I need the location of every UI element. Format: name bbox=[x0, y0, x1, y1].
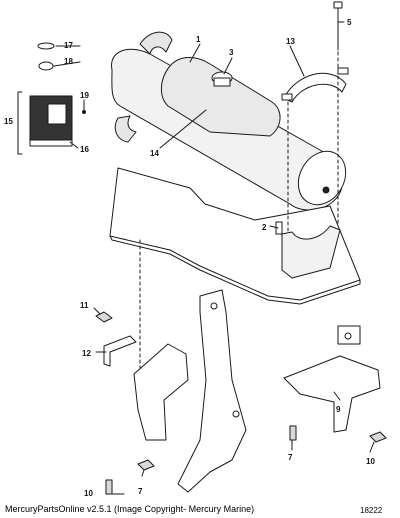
long-bolt-head bbox=[334, 2, 342, 8]
callout-7-right: 7 bbox=[288, 453, 293, 462]
muffler-end-cap bbox=[289, 143, 355, 213]
callout-7-left: 7 bbox=[138, 487, 143, 496]
callout-9: 9 bbox=[336, 405, 341, 414]
mounting-plate-edge bbox=[110, 236, 360, 304]
leader-lines bbox=[54, 22, 374, 494]
callout-14: 14 bbox=[150, 149, 159, 158]
reservoir-seal bbox=[39, 62, 53, 70]
bolt-11 bbox=[96, 312, 112, 322]
bracket-hole-lower bbox=[233, 411, 239, 417]
cradle-support bbox=[282, 226, 340, 278]
copyright-footer: MercuryPartsOnline v2.5.1 (Image Copyrig… bbox=[5, 504, 255, 514]
callout-15: 15 bbox=[4, 117, 13, 126]
callout-19: 19 bbox=[80, 91, 89, 100]
left-bracket bbox=[134, 344, 188, 440]
hose-clip bbox=[104, 336, 136, 366]
callout-12: 12 bbox=[82, 349, 91, 358]
bolt-10-left bbox=[106, 480, 112, 494]
end-cap-bolt bbox=[323, 187, 329, 193]
figure-id: 18222 bbox=[360, 506, 383, 515]
callout-5: 5 bbox=[347, 18, 352, 27]
fill-cap-neck bbox=[214, 78, 230, 86]
callout-1: 1 bbox=[196, 35, 201, 44]
callout-16: 16 bbox=[80, 145, 89, 154]
callout-10-left: 10 bbox=[84, 489, 93, 498]
screw-19 bbox=[83, 111, 86, 114]
callout-10-right: 10 bbox=[366, 457, 375, 466]
callout-18: 18 bbox=[64, 57, 73, 66]
callout-3: 3 bbox=[229, 48, 234, 57]
bolt-7-right bbox=[290, 426, 296, 440]
bracket-15 bbox=[18, 92, 22, 154]
right-bracket bbox=[284, 356, 380, 432]
bolt-10-right bbox=[370, 432, 386, 442]
reservoir-cap bbox=[38, 43, 54, 49]
inlet-hose-lower bbox=[115, 116, 136, 142]
reservoir-base bbox=[30, 140, 72, 146]
callout-17: 17 bbox=[64, 41, 73, 50]
strap-tab-right bbox=[338, 68, 348, 74]
callout-13: 13 bbox=[286, 37, 295, 46]
strap-tab-left bbox=[282, 94, 292, 100]
bolt-7-left bbox=[138, 460, 154, 470]
callout-11: 11 bbox=[80, 301, 89, 310]
reservoir-label bbox=[48, 104, 66, 124]
inlet-hose-upper bbox=[140, 32, 172, 54]
bracket-hole-upper bbox=[211, 303, 217, 309]
vertical-bracket bbox=[178, 290, 246, 492]
mounting-strap bbox=[284, 73, 346, 102]
muffler-assembly bbox=[112, 32, 356, 213]
right-bracket-hole bbox=[345, 333, 351, 339]
callout-2: 2 bbox=[262, 223, 267, 232]
